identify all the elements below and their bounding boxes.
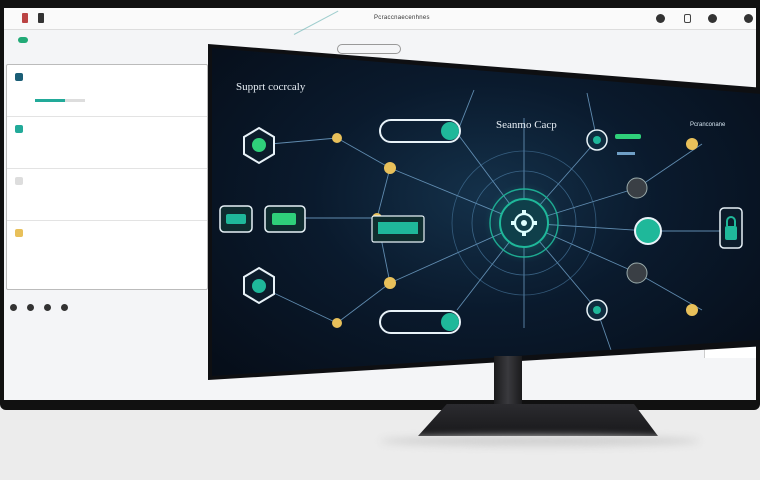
profile-icon[interactable] xyxy=(708,14,717,23)
list-item[interactable] xyxy=(7,65,207,117)
pill-node-bottom[interactable] xyxy=(379,310,461,334)
status-icon xyxy=(15,73,23,81)
bars-top-right xyxy=(615,134,641,155)
phone-icon[interactable] xyxy=(684,14,691,23)
status-icon xyxy=(15,177,23,185)
bottom-toolbar xyxy=(10,304,68,311)
diagram-title: Supprt cocrcaly xyxy=(236,81,306,93)
pill-node-top[interactable] xyxy=(379,119,461,143)
settings-icon[interactable] xyxy=(744,14,753,23)
top-bar: Pcraccnaecenhnes xyxy=(4,8,756,30)
node-grey-bottom[interactable] xyxy=(626,262,648,284)
sub-toolbar xyxy=(4,32,756,48)
search-icon[interactable] xyxy=(27,304,34,311)
user-icon[interactable] xyxy=(656,14,665,23)
status-icon xyxy=(15,229,23,237)
server-node-left[interactable] xyxy=(219,205,253,233)
search-pill[interactable] xyxy=(337,44,401,54)
window-title: Pcraccnaecenhnes xyxy=(374,15,430,21)
hex-node-bottom[interactable] xyxy=(243,266,275,305)
node-grey-top[interactable] xyxy=(626,177,648,199)
toggle-switch[interactable] xyxy=(18,37,28,43)
hex-node-top[interactable] xyxy=(243,126,275,165)
gear-icon xyxy=(511,210,537,236)
monitor-screen: Supprt cocrcaly Seanmo Cacp Pcranconane xyxy=(212,48,760,376)
floor-shadow xyxy=(380,436,700,446)
list-item[interactable] xyxy=(7,117,207,169)
center-label: Seanmo Cacp xyxy=(496,119,557,131)
settings-icon[interactable] xyxy=(44,304,51,311)
status-icon xyxy=(15,125,23,133)
menu-icon[interactable] xyxy=(38,13,44,23)
list-item[interactable] xyxy=(7,221,207,273)
info-card[interactable] xyxy=(371,215,425,243)
status-list-panel xyxy=(6,64,208,290)
home-icon[interactable] xyxy=(10,304,17,311)
node-right-bottom[interactable] xyxy=(586,299,608,321)
node-green-right[interactable] xyxy=(634,217,662,245)
junction-nodes xyxy=(332,133,698,328)
help-icon[interactable] xyxy=(61,304,68,311)
app-logo-icon xyxy=(22,13,28,23)
monitor-stand-base xyxy=(418,404,658,436)
lock-icon[interactable] xyxy=(719,207,743,249)
top-right-label: Pcranconane xyxy=(690,122,726,128)
list-item[interactable] xyxy=(7,169,207,221)
network-diagram: Supprt cocrcaly Seanmo Cacp Pcranconane xyxy=(219,81,743,354)
node-right-top[interactable] xyxy=(586,129,608,151)
progress-bar xyxy=(35,99,85,102)
server-node-right[interactable] xyxy=(264,205,306,233)
